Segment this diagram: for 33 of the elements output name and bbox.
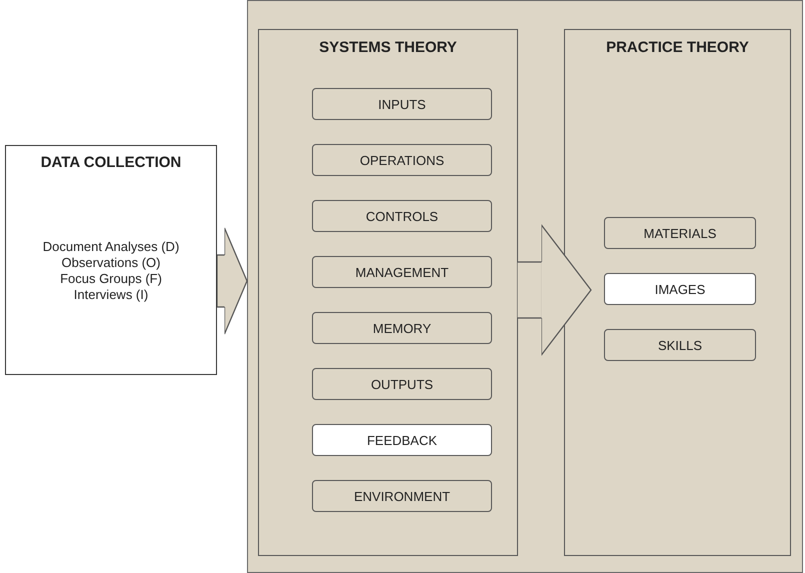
concept-label: MEMORY — [372, 320, 432, 336]
concept-label: INPUTS — [378, 96, 426, 112]
box-heading: DATA COLLECTION — [40, 154, 182, 171]
list-item: Document Analyses (D) — [42, 239, 180, 254]
list-item: Observations (O) — [60, 255, 162, 270]
concept-label: ENVIRONMENT — [354, 488, 450, 504]
concept-label: MATERIALS — [644, 226, 716, 240]
concept-label: OUTPUTS — [370, 376, 434, 392]
list-item: Interviews (I) — [72, 287, 150, 302]
concept-label: FEEDBACK — [366, 432, 438, 448]
panel-heading: SYSTEMS THEORY — [318, 39, 458, 56]
concept-box — [604, 329, 756, 361]
concept-box — [604, 217, 756, 249]
concept-label: CONTROLS — [366, 208, 438, 224]
concept-box — [312, 312, 492, 344]
concept-box — [312, 88, 492, 120]
panel-heading: PRACTICE THEORY — [605, 39, 750, 56]
framework-panel — [247, 0, 803, 573]
concept-label: SKILLS — [658, 338, 702, 352]
list-item: Focus Groups (F) — [59, 271, 163, 286]
theory-panel — [564, 29, 791, 556]
concept-box — [312, 256, 492, 288]
concept-label: OPERATIONS — [360, 152, 444, 168]
concept-box — [312, 480, 492, 512]
concept-box — [604, 273, 756, 305]
theory-panel — [258, 29, 518, 556]
concept-box — [312, 144, 492, 176]
concept-box — [312, 368, 492, 400]
concept-label: MANAGEMENT — [355, 264, 449, 280]
process-box — [5, 145, 217, 375]
concept-label: IMAGES — [654, 282, 706, 296]
concept-box — [312, 200, 492, 232]
concept-box — [312, 424, 492, 456]
